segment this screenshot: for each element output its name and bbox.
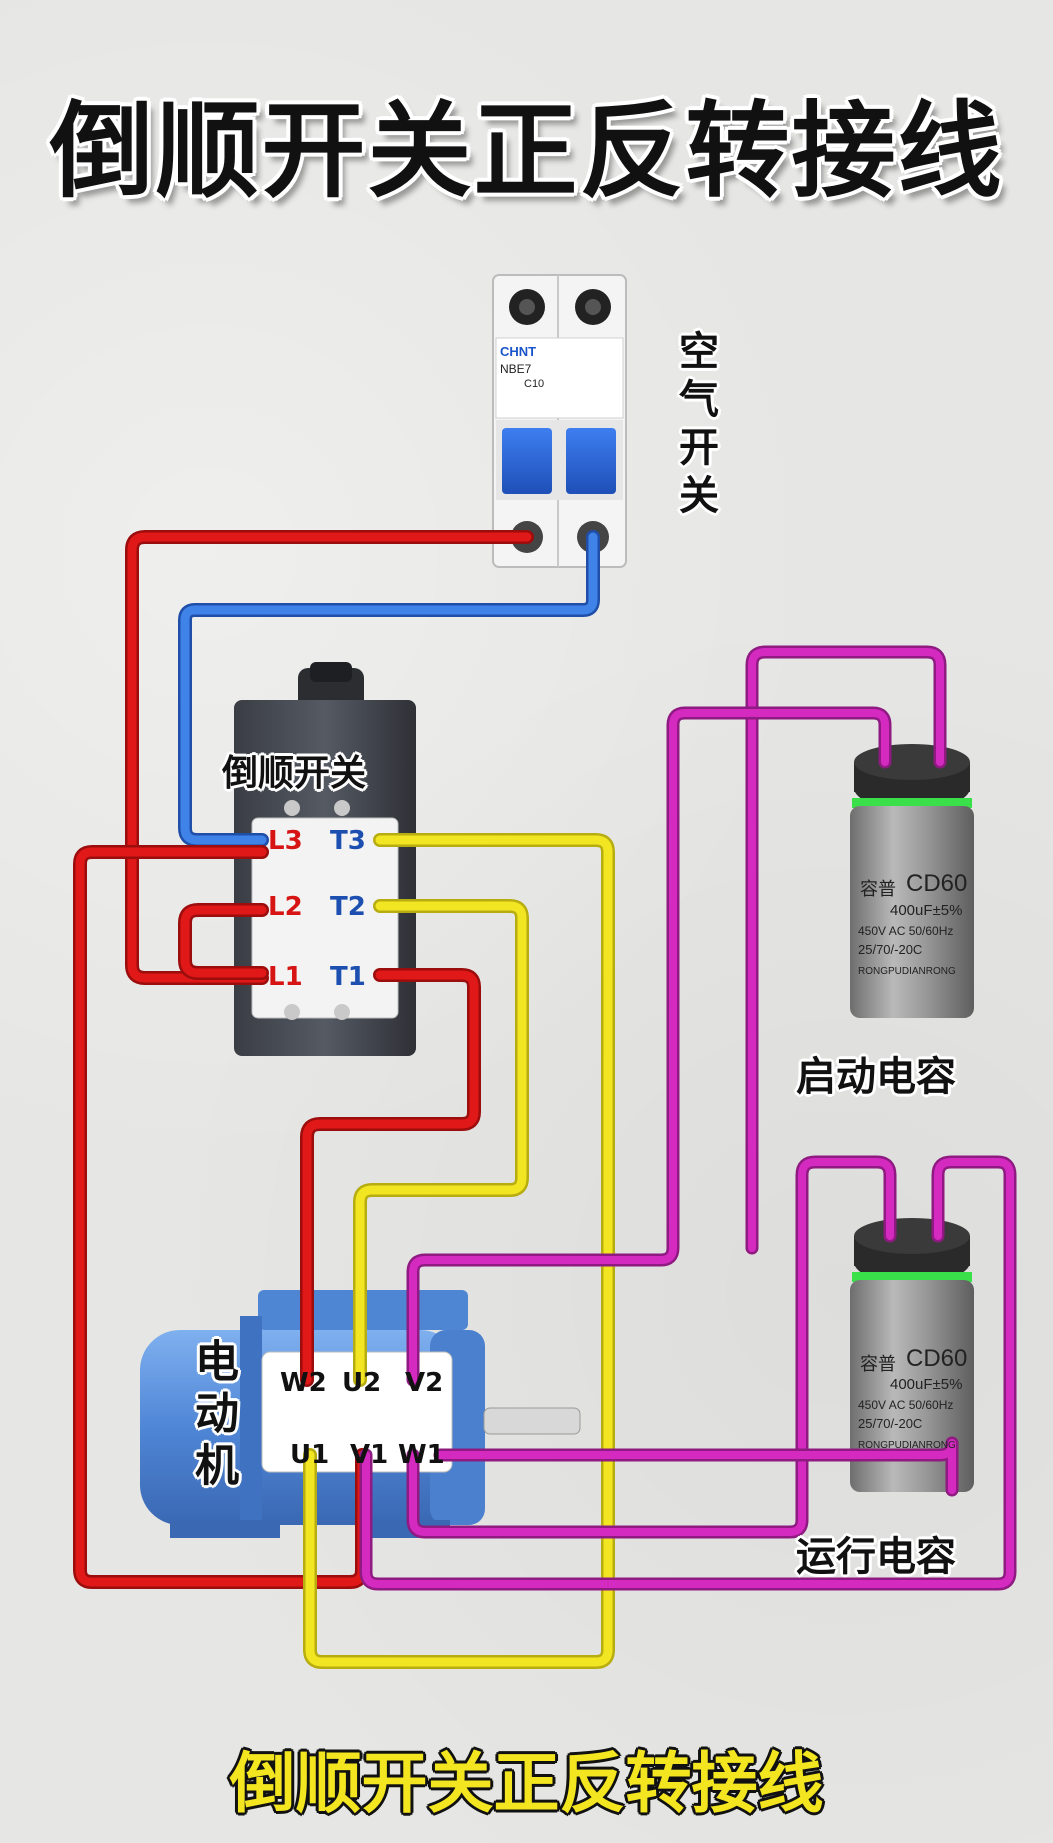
terminal-l2: L2 (268, 892, 303, 922)
terminal-l3: L3 (268, 826, 303, 856)
breaker-label: 空气开关 (672, 330, 718, 522)
terminal-w1: W1 (398, 1440, 445, 1470)
run-capacitor-label: 运行电容 (796, 1534, 956, 1580)
terminal-u2: U2 (342, 1368, 382, 1398)
breaker-brand: CHNT (500, 344, 537, 359)
run-cap-model: CD60 (906, 1345, 968, 1372)
page-title: 倒顺开关正反转接线 (49, 90, 1004, 212)
start-cap-model: CD60 (906, 870, 968, 897)
start-cap-brand-en: RONGPUDIANRONG (858, 966, 956, 977)
run-cap-voltage: 450V AC 50/60Hz (858, 1398, 954, 1412)
start-cap-brand: 容普 (860, 879, 896, 899)
motor-label: 电动机 (187, 1338, 238, 1494)
reversing-switch (234, 662, 416, 1056)
start-capacitor-label: 启动电容 (796, 1054, 956, 1100)
run-capacitor-body (850, 1218, 974, 1492)
breaker-model: NBE7 (500, 362, 532, 376)
start-cap-capacitance: 400uF±5% (890, 902, 963, 919)
run-cap-brand-en: RONGPUDIANRONG (858, 1440, 956, 1451)
terminal-v1: V1 (350, 1440, 389, 1470)
breaker-handle-left (502, 428, 552, 494)
terminal-w2: W2 (280, 1368, 327, 1398)
run-cap-capacitance: 400uF±5% (890, 1376, 963, 1393)
footer-title: 倒顺开关正反转接线 (229, 1745, 824, 1822)
run-cap-brand: 容普 (860, 1354, 896, 1374)
start-cap-voltage: 450V AC 50/60Hz (858, 924, 954, 938)
breaker-rating: C10 (524, 378, 545, 390)
run-cap-class: 25/70/-20C (858, 1416, 923, 1431)
terminal-v2: V2 (405, 1368, 444, 1398)
terminal-t2: T2 (330, 892, 366, 922)
reversing-switch-label: 倒顺开关 (222, 753, 367, 794)
terminal-u1: U1 (290, 1440, 330, 1470)
terminal-l1: L1 (268, 962, 303, 992)
motor-shaft (483, 1407, 581, 1435)
start-cap-class: 25/70/-20C (858, 942, 923, 957)
air-breaker (492, 274, 627, 568)
terminal-t3: T3 (330, 826, 366, 856)
terminal-t1: T1 (330, 962, 366, 992)
breaker-handle-right (566, 428, 616, 494)
